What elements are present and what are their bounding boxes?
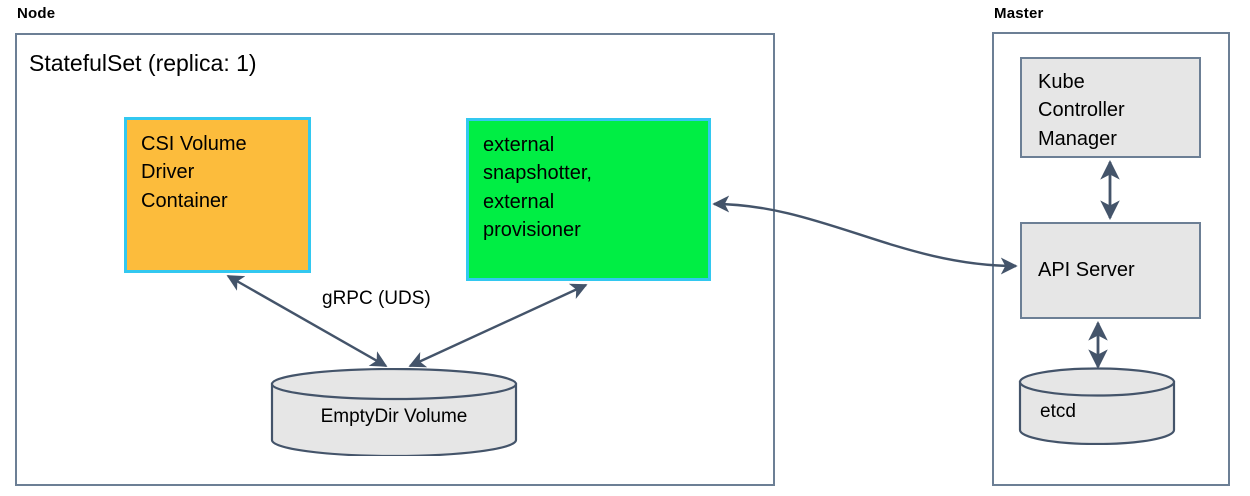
external-line-1: external	[483, 134, 555, 156]
etcd-cylinder[interactable]: etcd	[1018, 367, 1176, 446]
etcd-label: etcd	[1040, 401, 1076, 422]
csi-driver-line-3: Container	[141, 189, 228, 212]
kube-controller-manager-label: Kube Controller Manager	[1022, 59, 1125, 153]
external-line-3: external	[483, 190, 555, 213]
csi-driver-line-1: CSI Volume	[141, 133, 247, 155]
csi-volume-driver-container-label: CSI Volume Driver Container	[127, 120, 247, 215]
master-group-label: Master	[994, 5, 1044, 22]
emptydir-cylinder-shape	[270, 367, 518, 458]
api-server-box[interactable]: API Server	[1020, 222, 1201, 319]
statefulset-title: StatefulSet (replica: 1)	[29, 50, 257, 76]
api-server-label: API Server	[1038, 259, 1135, 282]
external-snapshotter-provisioner-label: external snapshotter, external provision…	[469, 121, 592, 245]
kube-controller-manager-box[interactable]: Kube Controller Manager	[1020, 57, 1201, 158]
kcm-line-2: Controller	[1038, 99, 1125, 122]
emptydir-volume-cylinder[interactable]: EmptyDir Volume	[270, 367, 518, 458]
node-group-label: Node	[17, 5, 56, 22]
emptydir-volume-label: EmptyDir Volume	[320, 406, 468, 427]
external-snapshotter-provisioner-box[interactable]: external snapshotter, external provision…	[466, 118, 711, 281]
kcm-line-3: Manager	[1038, 127, 1117, 150]
csi-volume-driver-container-box[interactable]: CSI Volume Driver Container	[124, 117, 311, 273]
kcm-line-1: Kube	[1038, 71, 1085, 93]
grpc-uds-edge-label: gRPC (UDS)	[322, 288, 431, 309]
external-line-2: snapshotter,	[483, 162, 592, 185]
external-line-4: provisioner	[483, 219, 581, 242]
csi-driver-line-2: Driver	[141, 161, 195, 184]
